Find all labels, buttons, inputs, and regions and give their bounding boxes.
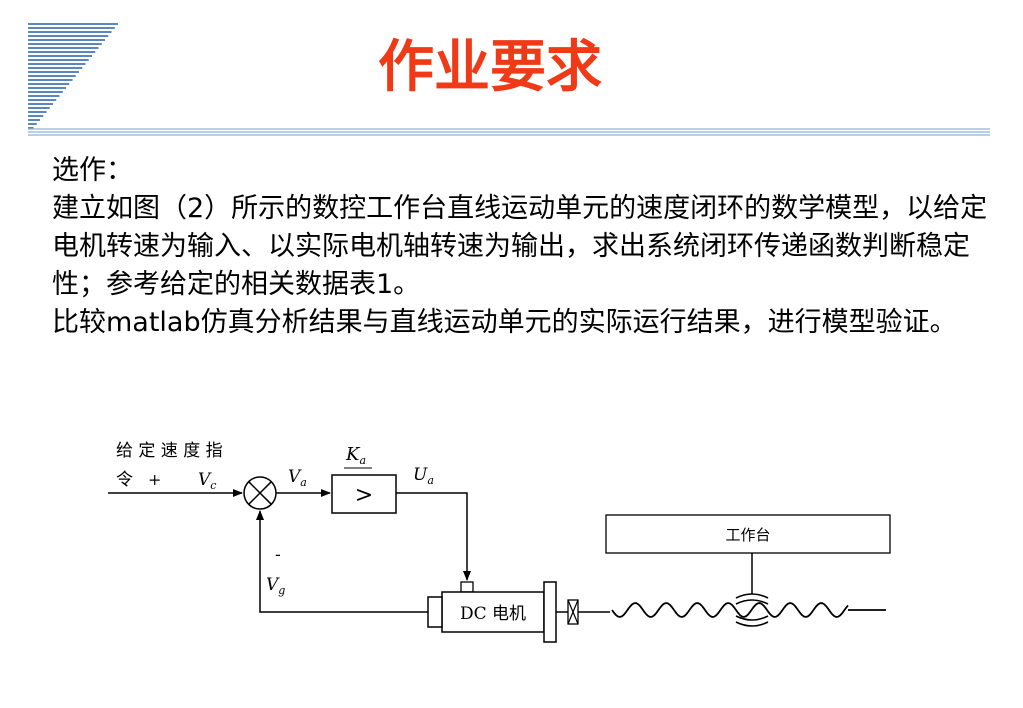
- plus-sign: +: [148, 470, 161, 489]
- summing-junction: [243, 476, 277, 510]
- body-line-optional: 选作：: [52, 155, 133, 186]
- dc-motor: [427, 581, 568, 643]
- input-label-line1: 给 定 速 度 指: [116, 441, 223, 461]
- page-title: 作业要求: [378, 35, 602, 100]
- amplifier-block: [331, 474, 397, 514]
- input-label-line2: 令: [116, 470, 133, 490]
- ua-label: Ua: [413, 465, 434, 487]
- motor-terminal: [460, 581, 474, 593]
- lead-screw: [611, 602, 849, 618]
- vc-label: Vc: [198, 470, 216, 492]
- ka-label: Ka: [345, 444, 366, 467]
- feedback-line: [256, 510, 428, 613]
- amplifier-symbol: >: [355, 483, 373, 508]
- logo-stripes-icon: [28, 23, 118, 129]
- shaft-coupling: [567, 599, 610, 625]
- body-line-model: 建立如图（2）所示的数控工作台直线运动单元的速度闭环的数学模型，以给定电机转速为…: [52, 193, 988, 300]
- worktable-label: 工作台: [725, 526, 770, 544]
- vg-label: Vg: [266, 575, 285, 597]
- header-divider: [28, 128, 990, 136]
- body-line-verify: 比较matlab仿真分析结果与直线运动单元的实际运行结果，进行模型验证。: [52, 307, 957, 338]
- dc-motor-label: DC 电机: [460, 604, 526, 624]
- worktable-block: [605, 514, 891, 554]
- minus-sign: -: [275, 545, 281, 565]
- va-label: Va: [288, 467, 307, 489]
- block-diagram: 给 定 速 度 指 令 + Vc Va Ka > Ua DC 电机: [108, 441, 891, 643]
- assignment-text: 选作： 建立如图（2）所示的数控工作台直线运动单元的速度闭环的数学模型，以给定电…: [52, 152, 997, 342]
- amp-to-motor-line: [396, 492, 471, 581]
